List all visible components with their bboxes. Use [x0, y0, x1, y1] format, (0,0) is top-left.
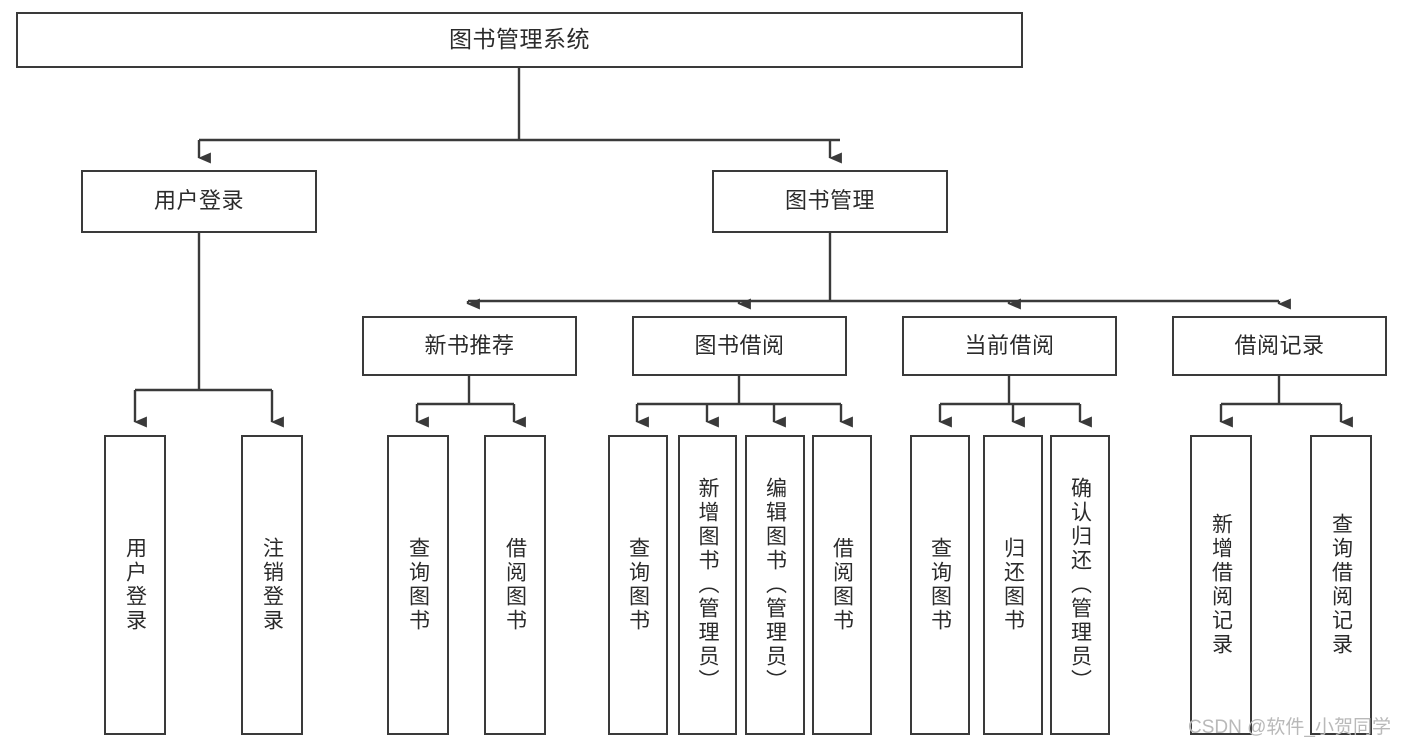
leaf-add-record[interactable]: 新增借阅记录 — [1190, 435, 1252, 735]
leaf-user-login-label: 用户登录 — [123, 537, 147, 633]
leaf-add-record-label: 新增借阅记录 — [1209, 513, 1233, 657]
node-root[interactable]: 图书管理系统 — [16, 12, 1023, 68]
leaf-borrow-book-1[interactable]: 借阅图书 — [484, 435, 546, 735]
node-new-book-recommend-label: 新书推荐 — [424, 332, 515, 358]
leaf-borrow-book-1-label: 借阅图书 — [503, 537, 527, 633]
leaf-query-book-3-label: 查询图书 — [928, 537, 952, 633]
leaf-add-book[interactable]: 新增图书（管理员） — [678, 435, 737, 735]
leaf-logout-label: 注销登录 — [260, 537, 284, 633]
leaf-query-book-1-label: 查询图书 — [406, 537, 430, 633]
node-book-manage-label: 图书管理 — [784, 188, 875, 214]
node-book-borrow-label: 图书借阅 — [694, 332, 785, 358]
leaf-borrow-book-2-label: 借阅图书 — [830, 537, 854, 633]
node-current-borrow[interactable]: 当前借阅 — [902, 316, 1117, 376]
leaf-query-book-2[interactable]: 查询图书 — [608, 435, 668, 735]
csdn-watermark: CSDN @软件_小贺同学 — [1188, 717, 1391, 738]
leaf-confirm-return[interactable]: 确认归还（管理员） — [1050, 435, 1110, 735]
node-book-borrow[interactable]: 图书借阅 — [632, 316, 847, 376]
leaf-borrow-book-2[interactable]: 借阅图书 — [812, 435, 872, 735]
leaf-edit-book-label: 编辑图书（管理员） — [763, 477, 787, 693]
node-root-label: 图书管理系统 — [449, 26, 590, 53]
leaf-edit-book[interactable]: 编辑图书（管理员） — [745, 435, 805, 735]
node-new-book-recommend[interactable]: 新书推荐 — [362, 316, 577, 376]
leaf-query-record[interactable]: 查询借阅记录 — [1310, 435, 1372, 735]
node-user-login-label: 用户登录 — [153, 188, 244, 214]
node-borrow-record-label: 借阅记录 — [1234, 332, 1325, 358]
leaf-return-book[interactable]: 归还图书 — [983, 435, 1043, 735]
leaf-confirm-return-label: 确认归还（管理员） — [1068, 477, 1092, 693]
leaf-query-record-label: 查询借阅记录 — [1329, 513, 1353, 657]
leaf-query-book-1[interactable]: 查询图书 — [387, 435, 449, 735]
leaf-return-book-label: 归还图书 — [1001, 537, 1025, 633]
leaf-user-login[interactable]: 用户登录 — [104, 435, 166, 735]
leaf-logout[interactable]: 注销登录 — [241, 435, 303, 735]
leaf-query-book-3[interactable]: 查询图书 — [910, 435, 970, 735]
node-borrow-record[interactable]: 借阅记录 — [1172, 316, 1387, 376]
node-user-login[interactable]: 用户登录 — [81, 170, 317, 233]
leaf-add-book-label: 新增图书（管理员） — [696, 477, 719, 693]
node-book-manage[interactable]: 图书管理 — [712, 170, 948, 233]
leaf-query-book-2-label: 查询图书 — [626, 537, 650, 633]
node-current-borrow-label: 当前借阅 — [964, 332, 1055, 358]
